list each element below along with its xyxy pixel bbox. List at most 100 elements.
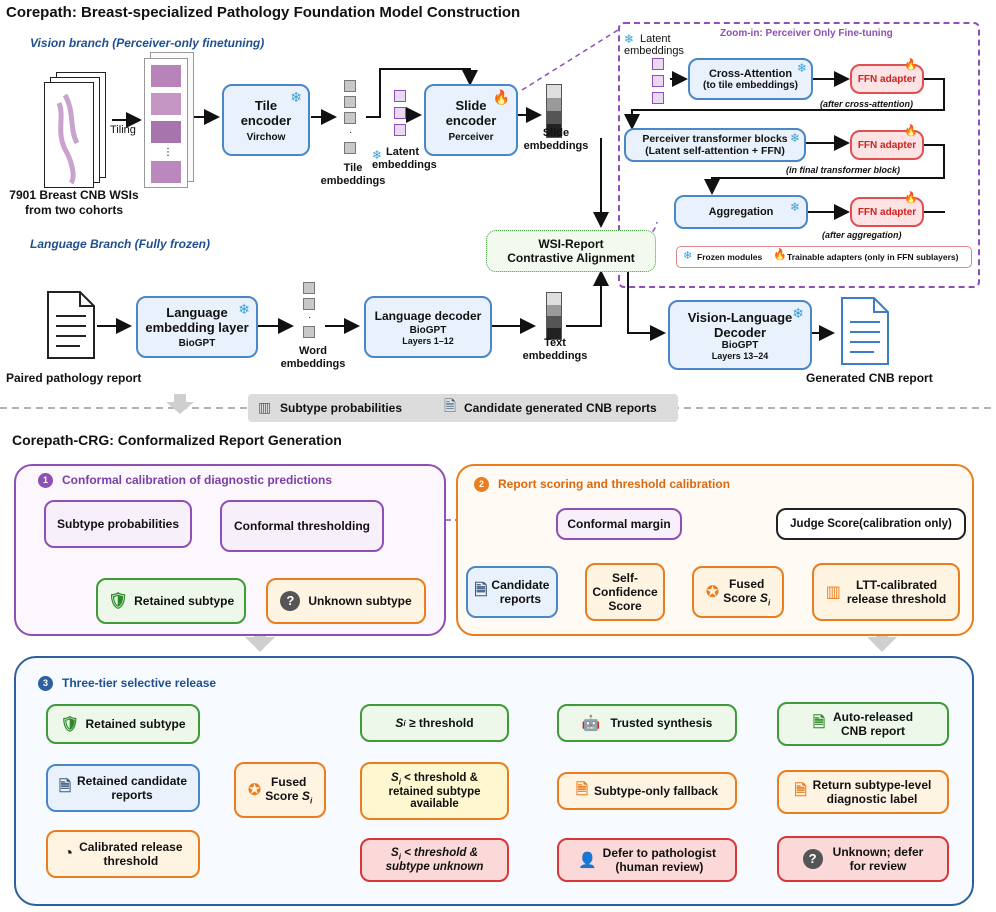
cross-attention-title: Cross-Attention [708, 67, 793, 80]
slide-encoder-sub: Perceiver [448, 131, 494, 143]
p3-fused-sub: i [309, 796, 313, 806]
p3-candidate-2: reports [111, 788, 153, 802]
panel2-title: Report scoring and threshold calibration [498, 477, 731, 491]
histogram-icon: ▥ [825, 584, 841, 601]
tile-encoder-title-1: Tile [254, 97, 278, 113]
defer-2: (human review) [615, 860, 704, 874]
wsi-stack-icon [44, 72, 110, 188]
judge-score-box: Judge Score(calibration only) [776, 508, 966, 540]
robot-icon: 🤖 [581, 715, 601, 732]
language-decoder-box: Language decoder BioGPT Layers 1–12 [364, 296, 492, 358]
p2-selfconf-2: Confidence [592, 585, 658, 599]
slide-embeddings-label-2: embeddings [523, 140, 589, 152]
document-icon: 🗎 [58, 777, 72, 795]
zoom-latent-label-2: embeddings [624, 45, 684, 57]
zoom-latent-icon [652, 58, 666, 108]
document-icon [46, 290, 96, 360]
snowflake-icon: ❄ [624, 32, 635, 46]
p2-ltt-1: LTT-calibrated [856, 578, 938, 592]
perceiver-blocks-title: Perceiver transformer blocks [642, 133, 788, 145]
p1-unknown-label: Unknown subtype [308, 594, 412, 608]
document-icon: 🗎 [474, 581, 488, 599]
contrastive-title-2: Contrastive Alignment [507, 251, 635, 265]
vl-dec-sub-2: Layers 13–24 [711, 350, 769, 361]
output-banner: ▥ Subtype probabilities 🗎 Candidate gene… [248, 394, 678, 422]
cond3-line-1: < threshold & [404, 846, 478, 859]
trusted-label: Trusted synthesis [610, 716, 713, 730]
contrastive-alignment-box: WSI-Report Contrastive Alignment [486, 230, 656, 272]
latent-embeddings-icon [394, 90, 408, 140]
award-icon: ✪ [705, 584, 720, 601]
doctor-icon: 👤 [577, 852, 597, 869]
text-embeddings-icon [546, 292, 562, 340]
cond2-line-1: < threshold & [404, 771, 478, 784]
cond-defer-box: Si < threshold & subtype unknown [360, 838, 509, 882]
p2-candidate-2: reports [499, 592, 542, 606]
tiling-label: Tiling [110, 124, 136, 136]
panel2-number: 2 [474, 477, 489, 492]
auto-2: CNB report [841, 724, 906, 738]
ffn-adapter-label: FFN adapter [857, 73, 917, 85]
trusted-synthesis-box: 🤖 Trusted synthesis [557, 704, 737, 742]
p2-fused-sym: S [759, 590, 768, 605]
p2-candidate-1: Candidate [491, 578, 550, 592]
cond1-sym: S [395, 716, 404, 730]
question-icon: ? [802, 849, 823, 869]
ffn-adapter-box-3: FFN adapter 🔥 [850, 193, 924, 227]
top-title: Corepath: Breast-specialized Pathology F… [6, 4, 521, 21]
cond1-label: ≥ threshold [409, 716, 474, 730]
p2-fused-2: Score [723, 590, 757, 605]
shield-check-icon: 🛡 [60, 716, 80, 733]
cond3-sym: S [391, 846, 399, 859]
p1-retained-label: Retained subtype [134, 594, 235, 608]
wsi-caption-1: 7901 Breast CNB WSIs [9, 188, 139, 202]
cross-attention-box: Cross-Attention (to tile embeddings) ❄ [688, 58, 813, 100]
p3-candidate-1: Retained candidate [77, 774, 188, 788]
generated-report-label: Generated CNB report [806, 371, 933, 385]
cond1-sub: i [403, 718, 406, 728]
tile-encoder-sub: Virchow [246, 131, 286, 143]
flame-icon: 🔥 [904, 59, 918, 71]
word-embeddings-icon: · [303, 282, 317, 362]
cond-fallback-box: Si < threshold & retained subtype availa… [360, 762, 509, 820]
cond3-sub: i [398, 852, 401, 862]
gauge-icon: ◔ [63, 845, 74, 862]
in-final-label: (in final transformer block) [786, 165, 901, 175]
return-1: Return subtype-level [812, 778, 932, 792]
p1-thresholding-label: Conformal thresholding [234, 519, 370, 533]
award-icon: ✪ [247, 782, 262, 799]
lang-dec-sub-1: BioGPT [409, 324, 447, 336]
conformal-margin-box: Conformal margin [556, 508, 682, 540]
legend-trainable: Trainable adapters (only in FFN sublayer… [787, 252, 959, 262]
snowflake-icon: ❄ [789, 131, 800, 145]
lang-emb-sub: BioGPT [178, 338, 216, 349]
word-embeddings-label-1: Word [299, 345, 327, 357]
unknown-1: Unknown; defer [832, 845, 924, 859]
document-icon: 🗎 [444, 398, 457, 415]
generated-report-icon [840, 296, 890, 366]
lang-emb-title-1: Language [166, 305, 228, 320]
lang-emb-title-2: embedding layer [145, 320, 249, 335]
p2-selfconf-1: Self- [611, 571, 638, 585]
p2-judge-label: Judge Score(calibration only) [790, 518, 952, 530]
vision-branch-label: Vision branch (Perceiver-only finetuning… [30, 36, 265, 50]
snowflake-icon: ❄ [792, 305, 804, 321]
panel1-title: Conformal calibration of diagnostic pred… [62, 473, 333, 487]
panel1-number: 1 [38, 473, 53, 488]
flame-icon: 🔥 [773, 249, 787, 261]
slide-encoder-title-2: encoder [445, 112, 497, 128]
p1-subtype-prob-label: Subtype probabilities [56, 517, 179, 531]
zoom-latent-label-1: Latent [640, 33, 671, 45]
word-embeddings-label-2: embeddings [280, 358, 346, 370]
unknown-subtype-box: ? Unknown subtype [266, 578, 426, 624]
defer-1: Defer to pathologist [602, 846, 717, 860]
shield-check-icon: 🛡 [107, 593, 129, 610]
latent-embeddings-label-1: Latent [386, 146, 419, 158]
slide-encoder-title-1: Slide [455, 97, 487, 113]
